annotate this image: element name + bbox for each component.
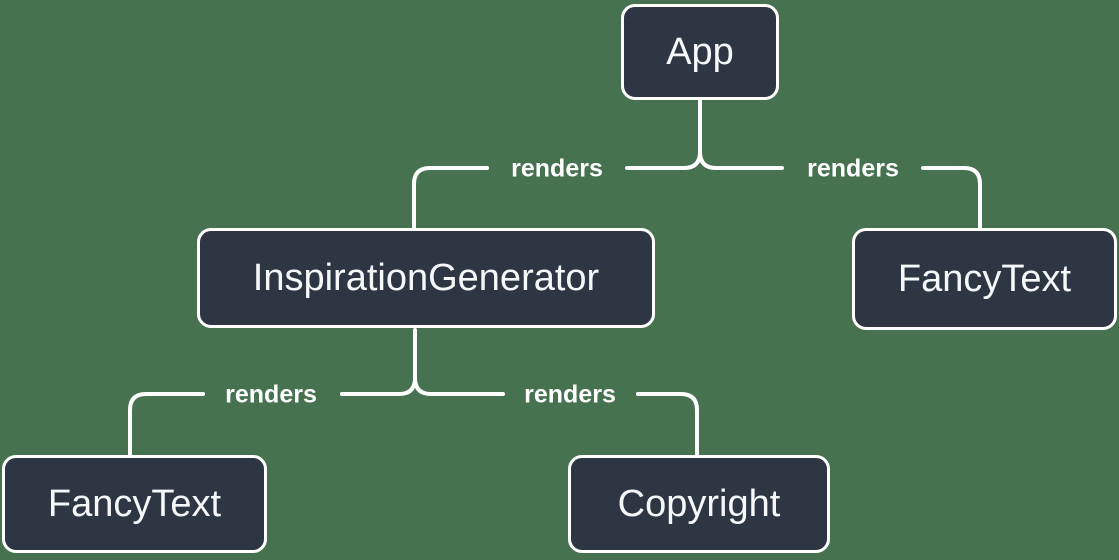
edge-label-app-fancytext: renders: [807, 154, 899, 183]
edge-app-to-inspirationgenerator-left-segment: [412, 166, 489, 230]
node-fancy-text-left: FancyText: [2, 455, 267, 553]
node-app: App: [621, 4, 779, 100]
edge-app-to-fancytext-left-segment: [698, 150, 784, 170]
edge-label-inspirationgenerator-fancytext: renders: [225, 380, 317, 409]
edge-inspirationgenerator-to-copyright-right-segment: [636, 392, 699, 457]
edge-inspirationgenerator-to-fancytext-right-segment: [340, 328, 417, 396]
edge-inspirationgenerator-to-fancytext-left-segment: [128, 392, 205, 457]
node-copyright: Copyright: [568, 455, 830, 553]
edge-app-to-fancytext-right-segment: [921, 166, 982, 230]
edge-label-app-inspirationgenerator: renders: [511, 154, 603, 183]
edge-label-inspirationgenerator-copyright: renders: [524, 380, 616, 409]
edge-app-to-inspirationgenerator-right-segment: [625, 98, 702, 170]
node-fancy-text-right: FancyText: [852, 228, 1117, 330]
node-inspiration-generator: InspirationGenerator: [197, 228, 655, 328]
edge-inspirationgenerator-to-copyright-left-segment: [413, 376, 505, 396]
